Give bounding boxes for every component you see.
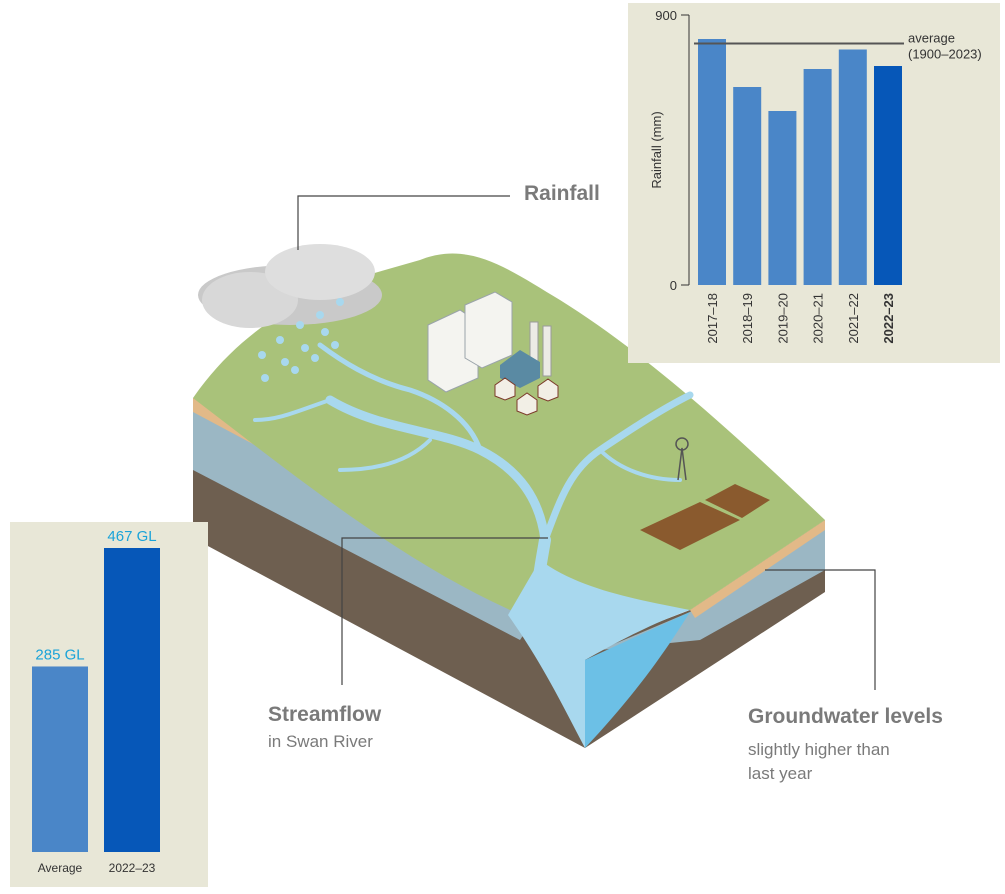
- river-network: [253, 342, 694, 616]
- rainfall-x-tick-label-2021–22: 2021–22: [846, 293, 861, 344]
- streamflow-value-label-current: 467 GL: [107, 528, 156, 545]
- rainfall-bar-2017–18: [698, 39, 726, 285]
- city-buildings: [427, 291, 559, 416]
- rainfall-y-tick-label-top: 900: [655, 8, 677, 23]
- leader-lines: [297, 195, 876, 690]
- streamflow-chart-panel: 285 GL Average 467 GL 2022–23: [10, 522, 208, 887]
- windmill: [675, 437, 689, 481]
- aquifer-layer-right: [600, 524, 825, 650]
- groundwater-subtitle-line-2: last year: [748, 764, 813, 783]
- streamflow-bar-average: [32, 666, 88, 852]
- rainfall-label: Rainfall: [524, 182, 600, 205]
- rainfall-chart-panel: 900 0 Rainfall (mm) 2017–18 2018–19 2019–2…: [628, 3, 1000, 363]
- groundwater-subtitle-line-1: slightly higher than: [748, 740, 890, 759]
- streamflow-subtitle: in Swan River: [268, 732, 373, 751]
- streamflow-value-label-average: 285 GL: [35, 646, 84, 663]
- streamflow-category-label-current: 2022–23: [109, 861, 156, 875]
- rainfall-x-tick-label-2018–19: 2018–19: [740, 293, 755, 344]
- streamflow-bar-chart: 285 GL Average 467 GL 2022–23: [32, 528, 160, 875]
- streamflow-category-label-average: Average: [38, 861, 83, 875]
- streamflow-title: Streamflow: [268, 703, 382, 726]
- average-line-period-label: (1900–2023): [908, 47, 982, 62]
- rainfall-x-tick-label-2019–20: 2019–20: [775, 293, 790, 344]
- river-front-face: [585, 612, 690, 748]
- rainfall-y-tick-label-bottom: 0: [670, 278, 677, 293]
- rainfall-bar-chart: 900 0 Rainfall (mm) 2017–18 2018–19 2019–2…: [649, 8, 982, 344]
- rainfall-bar-2018–19: [733, 87, 762, 285]
- rainfall-bar-2019–20: [768, 111, 797, 285]
- rainfall-y-axis-label: Rainfall (mm): [649, 111, 664, 188]
- streamflow-bar-current: [104, 548, 160, 852]
- sand-layer-right: [690, 520, 825, 618]
- rainfall-x-tick-label-2022–23: 2022–23: [881, 293, 896, 344]
- average-line-label: average: [908, 31, 955, 46]
- rainfall-bar-2020–21: [803, 69, 832, 285]
- rainfall-x-tick-label-2017–18: 2017–18: [705, 293, 720, 344]
- rain-cloud: [198, 244, 382, 328]
- crop-fields: [640, 484, 770, 550]
- rainfall-x-tick-label-2020–21: 2020–21: [811, 293, 826, 344]
- groundwater-title: Groundwater levels: [748, 705, 943, 728]
- rainfall-bar-2022–23: [874, 66, 902, 285]
- rainfall-bar-2021–22: [838, 49, 867, 285]
- raindrops: [258, 298, 344, 382]
- river-channel: [508, 560, 690, 748]
